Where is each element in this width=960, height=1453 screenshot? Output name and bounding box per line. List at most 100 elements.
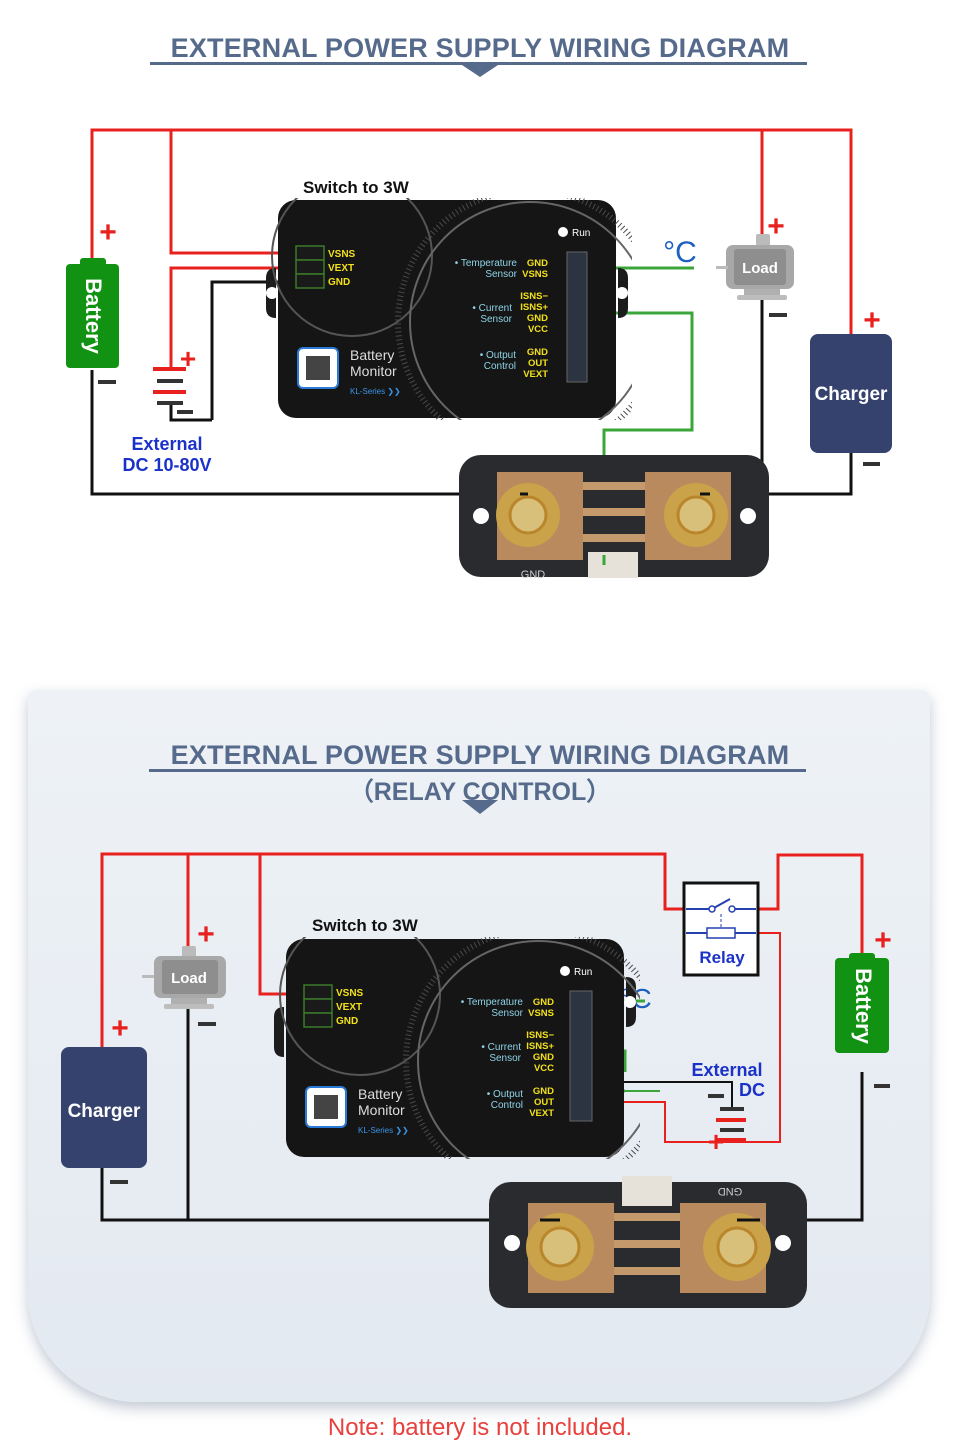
svg-text:Sensor: Sensor	[491, 1008, 523, 1019]
svg-text:VSNS: VSNS	[336, 988, 364, 999]
brand-line1: Battery	[350, 347, 394, 363]
svg-text:Control: Control	[484, 361, 516, 372]
svg-text:VCC: VCC	[528, 324, 548, 335]
svg-text:• Current: • Current	[472, 303, 512, 314]
wire-battery-charger-positive	[90, 128, 853, 336]
relay-label: Relay	[699, 948, 745, 967]
svg-text:ISNS+: ISNS+	[520, 302, 548, 313]
load-label: Load	[171, 970, 207, 987]
svg-text:• Current: • Current	[481, 1042, 521, 1053]
sensor-connector	[566, 251, 588, 383]
svg-text:OUT: OUT	[534, 1097, 554, 1108]
svg-text:+: +	[767, 210, 785, 243]
switch-to-3w-label: Switch to 3W	[312, 916, 418, 935]
diagram1-title: EXTERNAL POWER SUPPLY WIRING DIAGRAM	[170, 33, 790, 63]
load-minus-sign	[769, 313, 787, 317]
wire-battery-negative	[90, 370, 520, 496]
diagram2-title: EXTERNAL POWER SUPPLY WIRING DIAGRAM	[170, 740, 790, 770]
wire-vsns-positive	[169, 130, 300, 255]
diagram1-canvas: Battery + + External DC 10-80V °C Load +…	[66, 128, 892, 581]
svg-text:GND: GND	[527, 347, 548, 358]
svg-text:Sensor: Sensor	[480, 314, 512, 325]
svg-text:VEXT: VEXT	[336, 1002, 362, 1013]
current-shunt: GND	[459, 455, 769, 581]
charger-label: Charger	[815, 384, 888, 405]
wire-ext-dc-positive	[169, 266, 300, 368]
charger-label: Charger	[68, 1101, 141, 1122]
run-led-icon	[560, 966, 570, 976]
load-motor-icon: Load	[716, 234, 794, 300]
svg-text:GND: GND	[533, 1086, 554, 1097]
svg-text:VEXT: VEXT	[529, 1108, 554, 1119]
positive-wires	[90, 128, 853, 368]
switch-to-3w-label: Switch to 3W	[303, 178, 409, 197]
ext-dc-label-line2: DC	[739, 1080, 765, 1100]
svg-text:GND: GND	[527, 313, 548, 324]
power-terminal-block	[295, 245, 325, 289]
svg-text:GND: GND	[527, 258, 548, 269]
svg-text:VSNS: VSNS	[528, 1008, 554, 1019]
svg-text:Sensor: Sensor	[489, 1053, 521, 1064]
external-dc-source: +	[708, 1094, 746, 1157]
battery-label: Battery	[81, 278, 106, 355]
battery-label: Battery	[851, 968, 876, 1045]
svg-text:GND: GND	[533, 997, 554, 1008]
title-arrow-icon	[462, 800, 498, 814]
svg-text:• Output: • Output	[480, 350, 517, 361]
svg-text:Control: Control	[491, 1100, 523, 1111]
svg-text:GND: GND	[533, 1052, 554, 1063]
negative-wires	[90, 280, 853, 496]
run-label: Run	[572, 228, 590, 239]
ext-dc-label-line1: External	[131, 434, 202, 454]
svg-text:• Temperature: • Temperature	[461, 997, 524, 1008]
title-underline	[149, 769, 806, 772]
svg-text:Monitor: Monitor	[358, 1102, 405, 1118]
current-shunt: GND	[489, 1176, 807, 1308]
battery-minus-sign	[98, 380, 116, 384]
svg-text:ISNS−: ISNS−	[520, 291, 548, 302]
series-label: KL-Series ❯❯	[350, 387, 401, 396]
shunt-gnd-label: GND	[718, 1185, 743, 1197]
battery-not-included-note: Note: battery is not included.	[327, 1414, 633, 1441]
charger: Charger	[61, 1047, 147, 1168]
battery-monitor-device: VSNS VEXT GND Run • Temperature Sensor •…	[274, 937, 640, 1159]
charger-minus-sign	[863, 462, 880, 466]
svg-text:• Temperature: • Temperature	[455, 258, 518, 269]
title-underline	[150, 62, 807, 65]
sensor-connector	[569, 990, 593, 1122]
ext-dc-label-line2: DC 10-80V	[122, 455, 211, 475]
run-led-icon	[558, 227, 568, 237]
svg-text:OUT: OUT	[528, 358, 548, 369]
svg-text:Battery: Battery	[358, 1086, 402, 1102]
svg-text:ISNS−: ISNS−	[526, 1030, 554, 1041]
shunt-gnd-label: GND	[521, 569, 546, 581]
battery: Battery	[835, 953, 889, 1053]
relay: Relay	[682, 881, 760, 977]
temperature-unit-label: °C	[663, 236, 697, 269]
pin-label-gnd: GND	[328, 277, 350, 288]
ext-dc-label-line1: External	[691, 1060, 762, 1080]
charger: Charger	[810, 334, 892, 453]
load-label: Load	[742, 260, 778, 277]
svg-text:Sensor: Sensor	[485, 269, 517, 280]
title-arrow-icon	[462, 65, 498, 77]
svg-text:VEXT: VEXT	[523, 369, 548, 380]
load-motor-icon: Load	[142, 946, 226, 1009]
svg-text:Run: Run	[574, 967, 592, 978]
wire-ext-dc-negative	[169, 405, 212, 422]
battery-plus-sign: +	[99, 216, 117, 249]
svg-text:ISNS+: ISNS+	[526, 1041, 554, 1052]
svg-text:KL-Series ❯❯: KL-Series ❯❯	[358, 1126, 409, 1135]
battery: Battery	[66, 258, 119, 368]
svg-text:VSNS: VSNS	[522, 269, 548, 280]
svg-text:+: +	[197, 918, 215, 951]
external-dc-source: +	[153, 343, 196, 414]
svg-text:VCC: VCC	[534, 1063, 554, 1074]
svg-text:GND: GND	[336, 1016, 358, 1027]
pin-label-vext: VEXT	[328, 263, 354, 274]
pin-label-vsns: VSNS	[328, 249, 356, 260]
diagram2-canvas: Relay Battery + + External DC °C Load + …	[61, 852, 892, 1308]
svg-text:• Output: • Output	[487, 1089, 524, 1100]
svg-text:+: +	[863, 304, 881, 337]
svg-text:+: +	[180, 343, 196, 374]
